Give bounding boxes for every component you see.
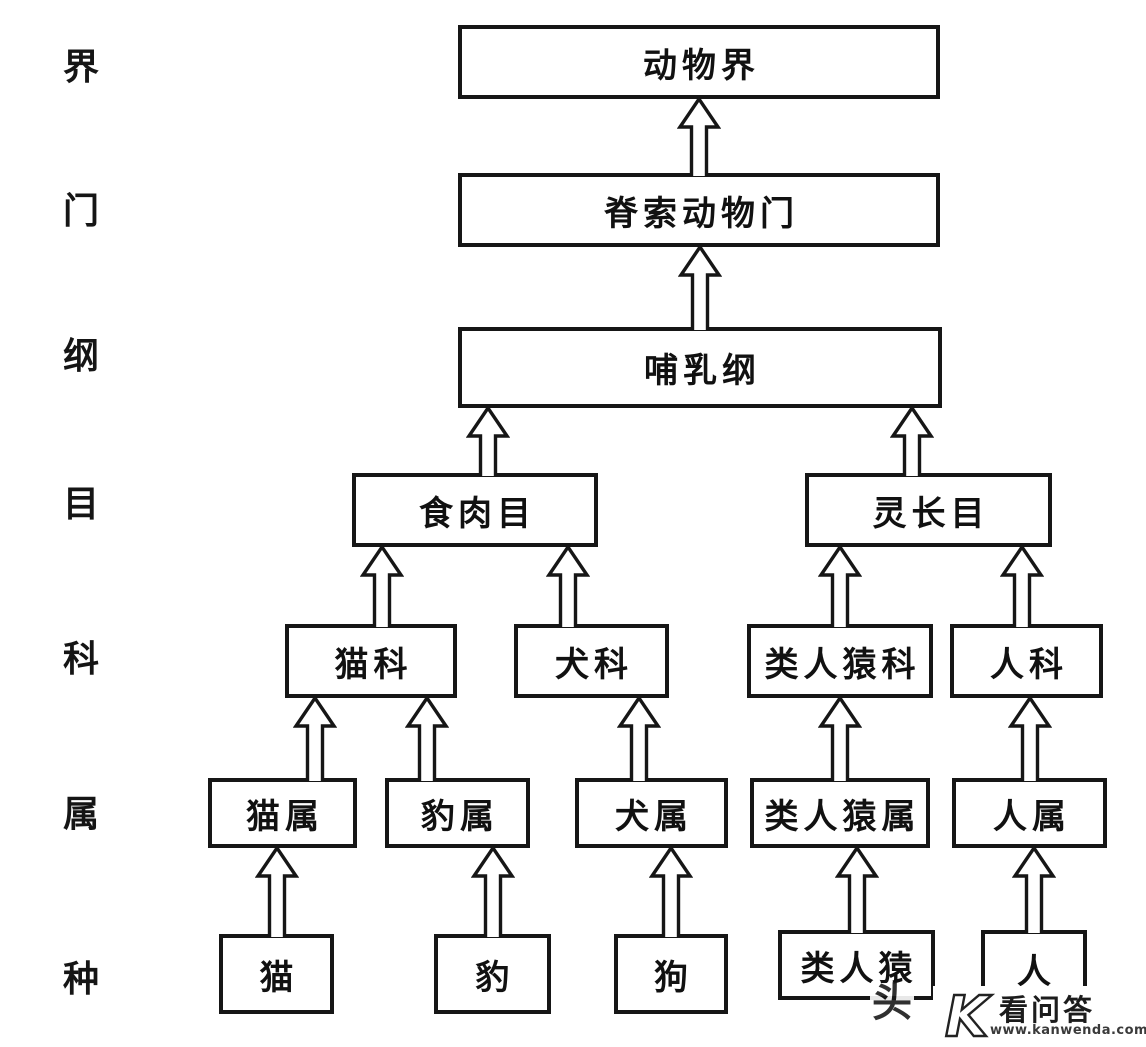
- rank-label-family: 科: [62, 639, 99, 680]
- arrow-species_anthropoid_ape-to-genus_anthropoid_ape: [834, 846, 879, 933]
- node-genus-anthropoid-ape: 类人猿属: [750, 778, 930, 848]
- arrow-species_leopard-to-genus_panthera: [470, 846, 515, 937]
- arrow-species_dog-to-genus_canis: [649, 846, 693, 937]
- node-genus-felis: 猫属: [208, 778, 357, 848]
- node-genus-panthera: 豹属: [385, 778, 530, 848]
- arrow-family_hominidae-to-order_primates: [1000, 545, 1044, 627]
- node-order-carnivora: 食肉目: [352, 473, 598, 547]
- arrow-family_anthropoid_ape-to-order_primates: [818, 545, 862, 627]
- node-species-cat: 猫: [219, 934, 334, 1014]
- node-class: 哺乳纲: [458, 327, 942, 408]
- node-order-primates: 灵长目: [805, 473, 1052, 547]
- arrow-genus_anthropoid_ape-to-family_anthropoid_ape: [818, 696, 862, 781]
- kanwenda-logo-icon: K: [944, 986, 993, 1046]
- node-family-canidae: 犬科: [514, 624, 669, 698]
- node-genus-canis: 犬属: [575, 778, 728, 848]
- rank-label-kingdom: 界: [62, 47, 99, 88]
- rank-label-phylum: 门: [62, 191, 99, 232]
- watermark-brand: 看问答: [999, 993, 1096, 1027]
- svg-text:K: K: [945, 986, 992, 1046]
- arrow-order_primates-to-class: [890, 406, 934, 476]
- node-genus-homo: 人属: [952, 778, 1107, 848]
- watermark: K 看问答 www.kanwenda.com: [933, 986, 1146, 1047]
- arrow-family_canidae-to-order_carnivora: [546, 545, 590, 627]
- arrow-phylum-to-kingdom: [677, 97, 721, 176]
- node-species-leopard: 豹: [434, 934, 551, 1014]
- rank-label-genus: 属: [62, 794, 99, 835]
- watermark-partial-text: 头: [870, 980, 914, 1026]
- node-family-felidae: 猫科: [285, 624, 457, 698]
- arrow-genus_felis-to-family_felidae: [293, 696, 337, 781]
- arrow-order_carnivora-to-class: [466, 406, 510, 476]
- arrow-species_cat-to-genus_felis: [254, 846, 299, 937]
- node-family-anthropoid-ape: 类人猿科: [747, 624, 933, 698]
- arrow-genus_panthera-to-family_felidae: [405, 696, 449, 781]
- arrow-genus_canis-to-family_canidae: [617, 696, 661, 781]
- rank-label-species: 种: [62, 959, 99, 1000]
- watermark-url: www.kanwenda.com: [990, 1023, 1146, 1038]
- arrow-family_felidae-to-order_carnivora: [360, 545, 404, 627]
- arrow-class-to-phylum: [678, 245, 722, 330]
- arrow-species_human-to-genus_homo: [1012, 846, 1056, 933]
- arrow-genus_homo-to-family_hominidae: [1007, 696, 1052, 781]
- rank-label-class: 纲: [62, 336, 99, 377]
- node-species-dog: 狗: [614, 934, 728, 1014]
- node-phylum: 脊索动物门: [458, 173, 940, 247]
- node-kingdom: 动物界: [458, 25, 940, 99]
- node-family-hominidae: 人科: [950, 624, 1103, 698]
- rank-label-order: 目: [62, 484, 99, 525]
